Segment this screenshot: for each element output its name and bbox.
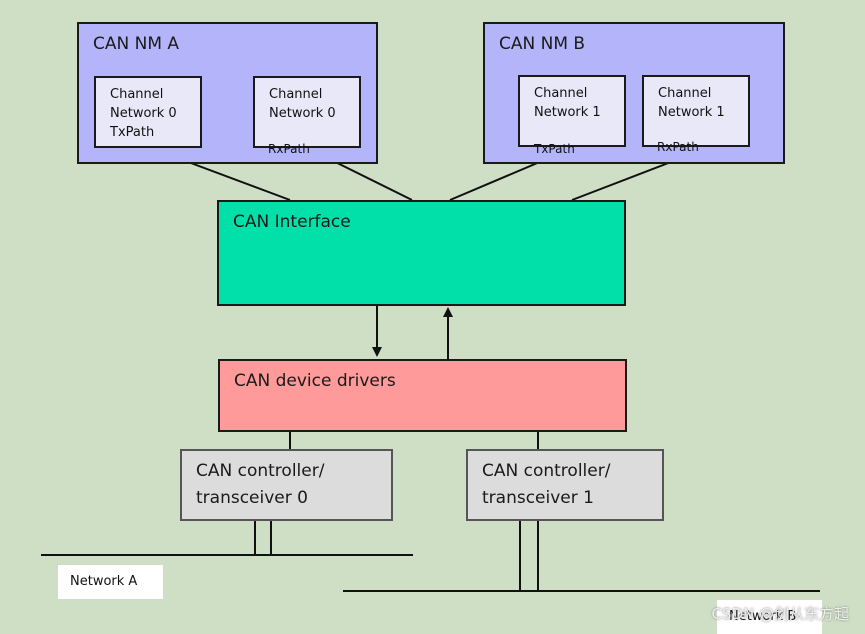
network-b-label: Network B: [717, 600, 822, 634]
can-nm-a-title: CAN NM A: [93, 34, 180, 54]
can-controller-0-box: CAN controller/ transceiver 0: [180, 449, 393, 521]
nm-a-tx-channel: Channel Network 0 TxPath: [94, 76, 202, 148]
nm-b-tx-channel: Channel Network 1: [518, 75, 626, 147]
network-a-label: Network A: [58, 565, 163, 599]
csdn-watermark: CSDN @剑从东方起: [711, 605, 849, 623]
can-interface-label: CAN Interface: [233, 212, 351, 232]
can-interface-box: CAN Interface: [217, 200, 626, 306]
nm-b-rx-path-label: RxPath: [657, 140, 699, 154]
can-nm-b-title: CAN NM B: [499, 34, 586, 54]
nm-a-rx-channel: Channel Network 0: [253, 76, 361, 148]
can-drivers-box: CAN device drivers: [218, 359, 627, 432]
nm-b-tx-path-label: TxPath: [534, 142, 575, 156]
can-drivers-label: CAN device drivers: [234, 371, 396, 391]
nm-a-rx-path-label: RxPath: [268, 142, 310, 156]
can-controller-1-box: CAN controller/ transceiver 1: [466, 449, 664, 521]
nm-b-rx-channel: Channel Network 1: [642, 75, 750, 147]
